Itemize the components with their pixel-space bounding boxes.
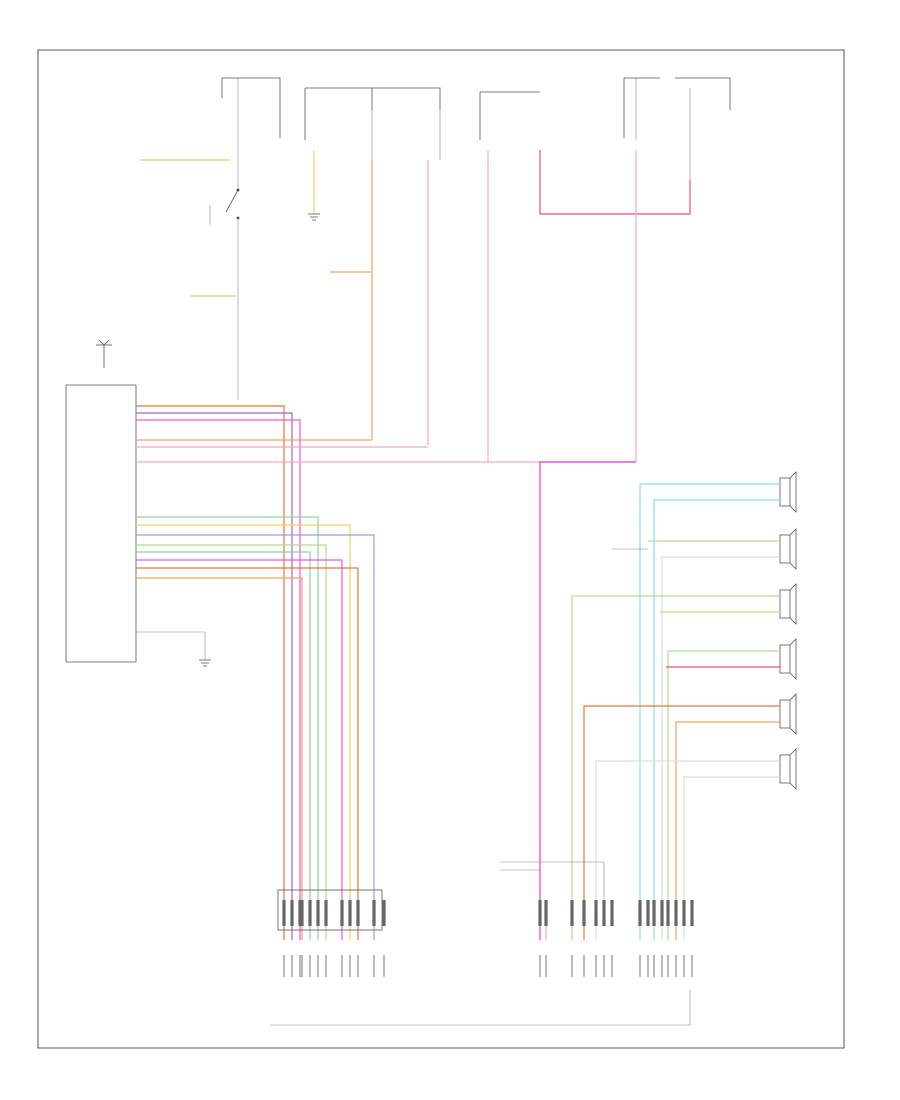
connector-pin-label-mark [675,955,677,977]
connector-pin-label-mark [325,955,327,977]
connector-pin [372,900,376,926]
connector-pin [298,900,302,926]
bottom-connector-left [277,889,383,931]
connector-pin [638,900,642,926]
connector-pin-label-mark [583,955,585,977]
power-distribution-section [221,77,731,180]
radio-module [65,384,211,667]
bottom-connector-right [270,990,691,1026]
connector-pin [282,900,286,926]
connector-pin [602,900,606,926]
connector-pin-label-mark [283,955,285,977]
connector-pin-label-mark [603,955,605,977]
connector-pin-label-mark [301,955,303,977]
connector-pin [690,900,694,926]
radio-lower-harness [136,516,375,940]
connector-pin-label-mark [539,955,541,977]
switch-icon [209,188,240,225]
connector-pin-label-mark [349,955,351,977]
connector-pin-label-mark [357,955,359,977]
connector-pin [610,900,614,926]
connector-pin [660,900,664,926]
connector-pin-label-mark [317,955,319,977]
speaker-icon [779,693,797,735]
connector-pin-label-mark [647,955,649,977]
center-fuse-circuits [308,150,489,462]
speaker-icon [779,638,797,680]
connector-pin-label-mark [683,955,685,977]
connector-pin [666,900,670,926]
connector-pin-label-mark [299,955,301,977]
diagram-frame [37,49,845,1049]
speaker-icon [779,748,797,790]
connector-pin-label-mark [639,955,641,977]
connector-pin [356,900,360,926]
connector-pin [290,900,294,926]
connector-pin-label-mark [653,955,655,977]
speaker-icon [779,471,797,513]
connector-pin [570,900,574,926]
ground-icon [308,213,320,221]
speaker-icon [779,528,797,570]
connector-pin [594,900,598,926]
connector-pin [544,900,548,926]
connector-pin [324,900,328,926]
lower-splice [500,861,605,940]
connector-pin [538,900,542,926]
connector-pin [300,900,304,926]
connector-pin [308,900,312,926]
connector-pin [316,900,320,926]
ground-icon [199,659,211,667]
magenta-feed-wire [539,461,636,940]
connector-pin [682,900,686,926]
speaker-group [571,471,797,940]
antenna-icon [96,339,112,368]
speaker-icon [779,583,797,625]
connector-terminals [282,900,694,977]
radio-upper-harness [136,405,636,940]
connector-pin [582,900,586,926]
connector-pin [340,900,344,926]
connector-pin [652,900,656,926]
connector-pin-label-mark [691,955,693,977]
connector-pin-label-mark [383,955,385,977]
connector-pin-label-mark [373,955,375,977]
connector-pin-label-mark [667,955,669,977]
connector-pin-label-mark [595,955,597,977]
connector-pin [348,900,352,926]
ignition-switch-section [140,140,240,400]
connector-pin-label-mark [309,955,311,977]
connector-pin-label-mark [661,955,663,977]
connector-pin-label-mark [611,955,613,977]
connector-pin [674,900,678,926]
connector-pin-label-mark [291,955,293,977]
connector-pin-label-mark [571,955,573,977]
connector-pin [382,900,386,926]
right-power-loop [539,150,691,462]
connector-pin [646,900,650,926]
connector-pin-label-mark [545,955,547,977]
connector-pin-label-mark [341,955,343,977]
